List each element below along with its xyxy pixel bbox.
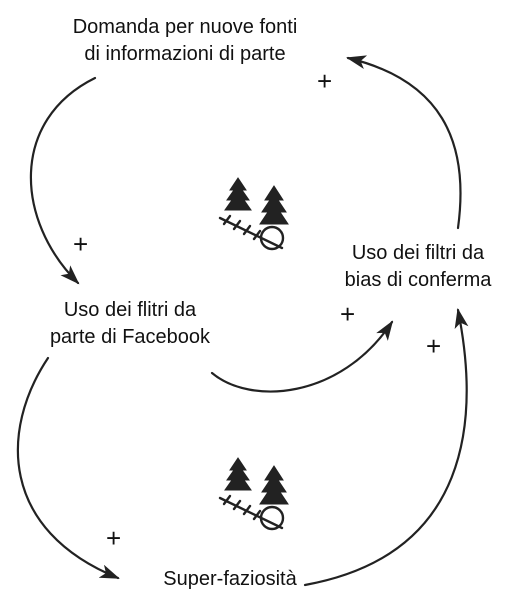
- snowball-reinforcing-icon: [218, 177, 289, 251]
- edge-super-to-bias: [303, 308, 469, 587]
- polarity-facebook-to-bias: +: [340, 299, 356, 329]
- node-demand-line-1: Domanda per nuove fonti: [72, 16, 298, 38]
- node-facebook-filters: Uso dei flitri da parte di Facebook: [10, 297, 250, 351]
- edge-demand-to-facebook: [29, 76, 97, 285]
- node-facebook-line-1: Uso dei flitri da: [63, 299, 197, 321]
- edge-facebook-to-bias: [210, 320, 394, 393]
- edge-bias-to-demand: [346, 55, 462, 230]
- snowball-reinforcing-icon: [218, 457, 289, 531]
- node-demand-for-partisan-sources: Domanda per nuove fonti di informazioni …: [40, 14, 330, 68]
- node-facebook-line-2: parte di Facebook: [49, 326, 211, 348]
- node-super-line-1: Super-faziosità: [163, 568, 297, 590]
- polarity-demand-to-facebook: +: [73, 229, 89, 259]
- polarity-super-to-bias: +: [426, 331, 442, 361]
- node-bias-line-1: Uso dei filtri da: [351, 242, 485, 264]
- node-bias-line-2: bias di conferma: [344, 269, 492, 291]
- node-confirmation-bias-filters: Uso dei filtri da bias di conferma: [318, 240, 513, 294]
- node-demand-line-2: di informazioni di parte: [84, 43, 286, 65]
- edge-facebook-to-super: [16, 356, 120, 580]
- node-super-partisanship: Super-faziosità: [130, 566, 330, 593]
- polarity-facebook-to-super: +: [106, 523, 122, 553]
- polarity-bias-to-demand: +: [317, 66, 333, 96]
